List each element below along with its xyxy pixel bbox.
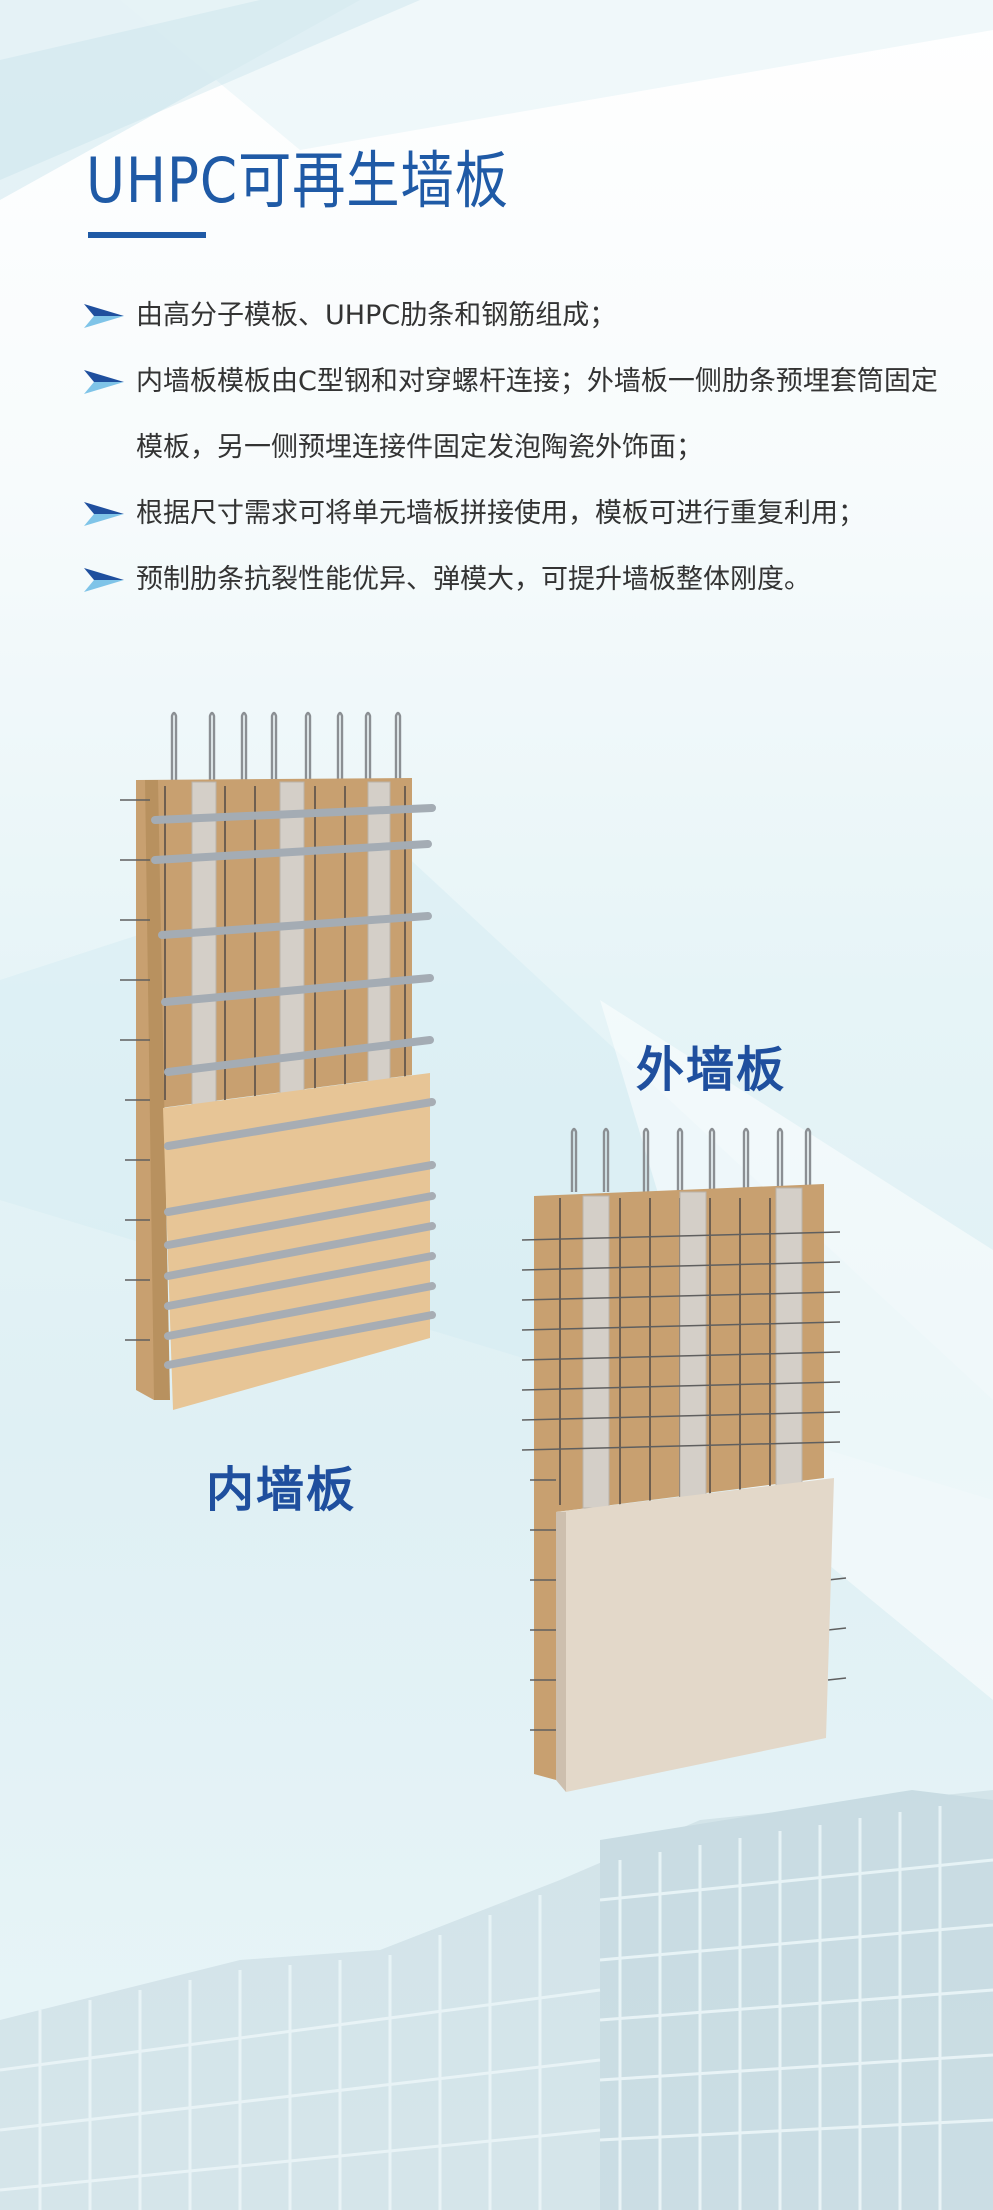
feature-list: 由高分子模板、UHPC肋条和钢筋组成； 内墙板模板由C型钢和对穿螺杆连接；外墙板… <box>84 283 964 613</box>
page-title: UHPC可再生墙板 <box>86 144 509 217</box>
feature-text: 由高分子模板、UHPC肋条和钢筋组成； <box>136 300 617 331</box>
inner-wall-panel-illustration <box>120 711 436 1410</box>
title-underline <box>88 232 206 238</box>
arrow-bullet-icon <box>84 370 124 394</box>
title-block: UHPC可再生墙板 <box>86 144 578 238</box>
feature-text: 内墙板模板由C型钢和对穿螺杆连接；外墙板一侧肋条预埋套筒固定模板，另一侧预埋连接… <box>136 366 938 463</box>
feature-text: 预制肋条抗裂性能优异、弹模大，可提升墙板整体刚度。 <box>136 564 811 595</box>
arrow-bullet-icon <box>84 568 124 592</box>
outer-wall-panel-illustration <box>521 1127 847 1792</box>
arrow-bullet-icon <box>84 304 124 328</box>
feature-item: 预制肋条抗裂性能优异、弹模大，可提升墙板整体刚度。 <box>84 547 964 613</box>
feature-item: 由高分子模板、UHPC肋条和钢筋组成； <box>84 283 964 349</box>
feature-text: 根据尺寸需求可将单元墙板拼接使用，模板可进行重复利用； <box>136 498 865 529</box>
building-silhouette <box>0 1790 993 2210</box>
feature-item: 根据尺寸需求可将单元墙板拼接使用，模板可进行重复利用； <box>84 481 964 547</box>
feature-item: 内墙板模板由C型钢和对穿螺杆连接；外墙板一侧肋条预埋套筒固定模板，另一侧预埋连接… <box>84 349 964 481</box>
inner-wall-label: 内墙板 <box>206 1462 357 1518</box>
outer-wall-label: 外墙板 <box>636 1042 787 1098</box>
arrow-bullet-icon <box>84 502 124 526</box>
